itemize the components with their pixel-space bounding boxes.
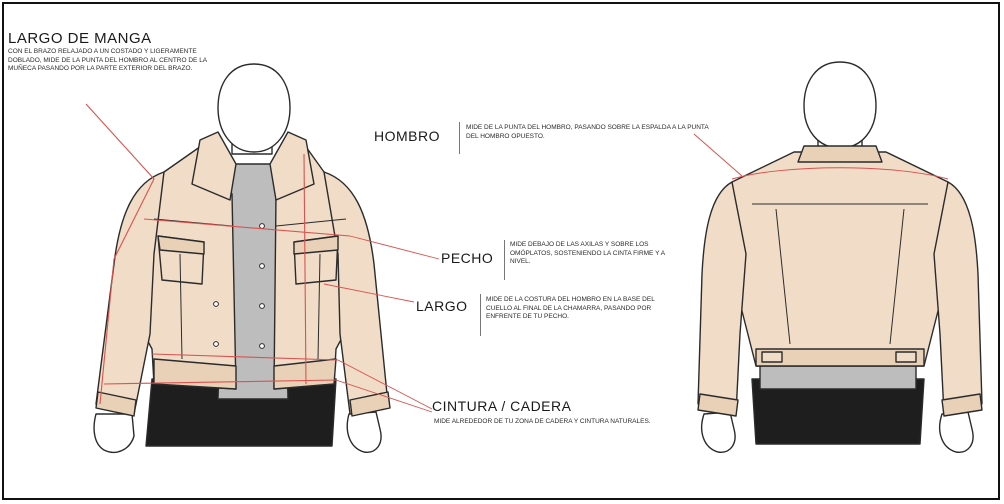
front-head <box>218 64 290 152</box>
figure-back-icon <box>698 62 982 452</box>
front-button <box>214 302 219 307</box>
front-button <box>260 344 265 349</box>
back-tab-right <box>896 352 916 362</box>
front-right-hand <box>347 412 381 452</box>
back-left-hand <box>702 412 735 452</box>
front-button <box>260 224 265 229</box>
front-button <box>260 304 265 309</box>
back-shirt <box>760 364 916 389</box>
shoulder-separator <box>459 122 460 154</box>
back-right-hand <box>940 412 973 452</box>
length-title: LARGO <box>416 298 468 314</box>
chest-title: PECHO <box>441 250 493 266</box>
back-tab-left <box>762 352 782 362</box>
chest-separator <box>504 240 505 280</box>
back-jacket-body <box>730 152 950 366</box>
front-left-hand <box>94 414 134 452</box>
back-left-sleeve <box>698 182 746 414</box>
length-description: MIDE DE LA COSTURA DEL HOMBRO EN LA BASE… <box>486 296 681 322</box>
shoulder-title: HOMBRO <box>374 128 440 144</box>
front-button <box>214 342 219 347</box>
back-head <box>804 62 876 148</box>
length-separator <box>480 294 481 336</box>
sleeve-description: CON EL BRAZO RELAJADO A UN COSTADO Y LIG… <box>8 48 208 74</box>
chest-description: MIDE DEBAJO DE LAS AXILAS Y SOBRE LOS OM… <box>510 241 675 267</box>
front-button <box>260 264 265 269</box>
sleeve-title: LARGO DE MANGA <box>8 30 152 47</box>
waist-description: MIDE ALREDEDOR DE TU ZONA DE CADERA Y CI… <box>434 418 669 427</box>
shoulder-description: MIDE DE LA PUNTA DEL HOMBRO, PASANDO SOB… <box>466 124 711 141</box>
back-right-sleeve <box>934 182 982 414</box>
figure-front-icon <box>94 64 390 452</box>
back-collar <box>798 146 882 162</box>
waist-title: CINTURA / CADERA <box>432 398 571 414</box>
